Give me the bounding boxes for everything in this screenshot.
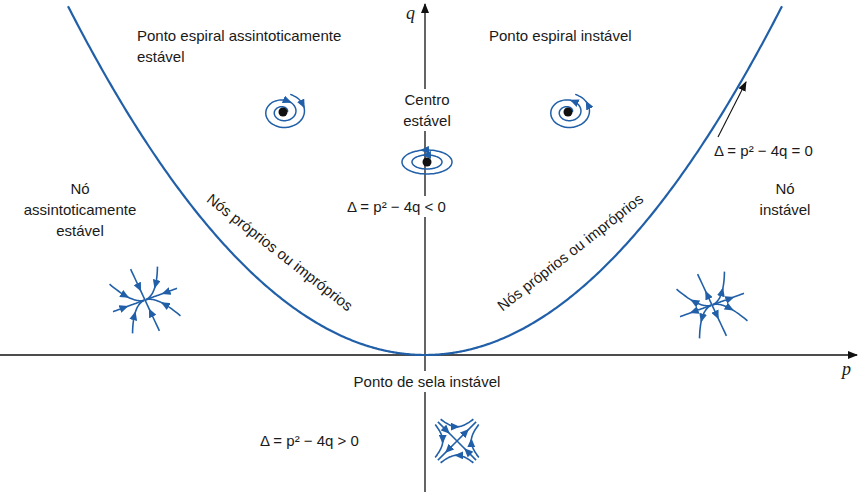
trajectory [412,155,442,169]
trajectory [438,441,457,460]
direction-arrow [692,311,694,313]
region-label: Nó assintoticamente estável [14,178,146,241]
direction-arrow [302,102,304,106]
q-axis [424,4,425,492]
formula-label: Δ = p² − 4q = 0 [712,140,815,161]
direction-arrow [717,315,718,317]
trajectory [110,284,145,301]
direction-arrow [287,101,290,102]
trajectory [457,422,476,441]
direction-arrow [456,455,458,457]
trajectory [677,289,712,306]
trajectory [402,150,452,174]
trajectory [266,94,305,127]
trajectory [680,305,711,316]
trajectory [712,305,726,336]
trajectory [700,305,712,338]
discriminant-curve [68,6,782,355]
direction-arrow [701,318,703,320]
trajectory [698,274,712,305]
direction-arrow [587,102,589,106]
trajectory [146,299,181,316]
direction-arrow [154,284,156,286]
direction-arrow [572,101,575,102]
trajectory [438,422,457,441]
direction-arrow [163,292,165,294]
region-label: Ponto de sela instável [352,371,503,392]
direction-arrow [446,450,448,452]
direction-arrow [456,426,458,428]
region-label: Ponto espiral instável [487,25,634,46]
direction-arrow [442,440,444,442]
region-label: Centro estável [396,89,458,131]
trajectory [713,272,725,305]
direction-arrow [424,154,427,156]
leader-line [718,82,746,137]
trajectory [471,425,478,458]
direction-arrow [692,301,694,302]
direction-arrow [422,149,427,151]
region-label: Nó instável [752,178,818,220]
direction-arrow [730,308,732,309]
trajectory [133,300,145,333]
direction-arrow [163,303,165,304]
trajectory [441,455,474,462]
critical-point [423,158,432,167]
trajectory [441,419,474,426]
trajectory [551,94,590,127]
trajectory [145,300,159,331]
direction-arrow [466,450,468,452]
critical-point [279,108,288,117]
direction-arrow [466,430,468,432]
trajectory [435,425,442,458]
axis-label: q [404,3,417,24]
direction-arrow [139,287,140,289]
direction-arrow [730,297,732,299]
direction-arrow [134,313,136,315]
trajectory [457,441,476,460]
trajectory [146,288,177,299]
direction-arrow [125,306,127,308]
trajectory [113,300,144,311]
trajectory [713,293,744,304]
direction-arrow [471,440,473,442]
trajectory [131,269,145,300]
formula-label: Δ = p² − 4q < 0 [345,196,448,217]
direction-arrow [446,430,448,432]
phase-portraits [110,94,748,462]
trajectory [713,304,748,321]
formula-label: Δ = p² − 4q > 0 [258,430,361,451]
critical-point [564,108,573,117]
direction-arrow [150,310,151,312]
trajectory [146,267,158,300]
axis-label: p [840,359,853,380]
direction-arrow [706,292,707,294]
direction-arrow [125,296,127,297]
region-label: Ponto espiral assintoticamente estável [135,25,375,67]
direction-arrow [721,289,723,291]
